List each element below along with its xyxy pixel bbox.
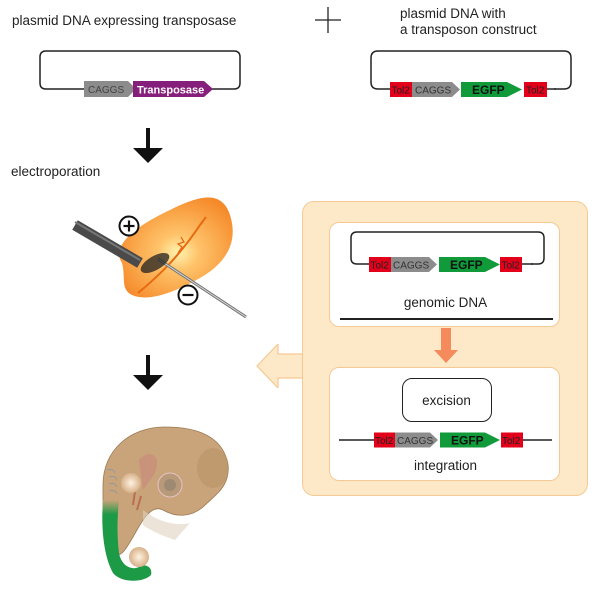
down-arrow-icon bbox=[133, 355, 163, 390]
egfp-label: EGFP bbox=[451, 434, 484, 448]
transposase-plasmid: CAGGS Transposase bbox=[39, 50, 241, 97]
tol2-label: Tol2 bbox=[371, 261, 390, 272]
orange-down-arrow-icon bbox=[434, 328, 458, 363]
egfp-gene: EGFP bbox=[439, 257, 500, 272]
integrated-construct: Tol2 CAGGS EGFP Tol2 bbox=[339, 432, 552, 448]
transposon-plasmid-title-line2: a transposon construct bbox=[400, 22, 537, 37]
plus-sign-icon bbox=[315, 7, 341, 33]
gfp-embryo-illustration bbox=[102, 426, 229, 581]
down-arrow-icon bbox=[133, 128, 163, 163]
excision-label: excision bbox=[422, 393, 471, 408]
plasmid-backbone bbox=[39, 50, 241, 90]
caggs-label: CAGGS bbox=[88, 85, 124, 96]
caggs-promoter: CAGGS bbox=[84, 81, 136, 97]
tol2-right: Tol2 bbox=[500, 257, 522, 272]
plasmid-backbone bbox=[350, 231, 545, 265]
tol2-right: Tol2 bbox=[501, 432, 523, 448]
caggs-label: CAGGS bbox=[415, 86, 451, 97]
mechanism-panel: Tol2 CAGGS EGFP Tol2 genomic DNA excis bbox=[302, 201, 588, 496]
transposase-label: Transposase bbox=[137, 85, 204, 97]
tol2-label: Tol2 bbox=[375, 436, 394, 447]
caggs-promoter: CAGGS bbox=[395, 432, 438, 448]
tol2-label: Tol2 bbox=[392, 86, 411, 97]
tol2-right: Tol2 bbox=[524, 82, 547, 97]
caggs-label: CAGGS bbox=[397, 436, 433, 447]
egfp-label: EGFP bbox=[450, 258, 483, 272]
embryo-neural-tube bbox=[137, 216, 207, 294]
transposon-plasmid: Tol2 CAGGS EGFP Tol2 bbox=[370, 50, 572, 97]
caggs-promoter: CAGGS bbox=[391, 257, 437, 272]
integration-box: excision Tol2 CAGGS EGFP Tol2 integratio… bbox=[329, 367, 560, 481]
tol2-label: Tol2 bbox=[526, 86, 545, 97]
tol2-label: Tol2 bbox=[502, 436, 521, 447]
caggs-promoter: CAGGS bbox=[412, 82, 460, 97]
egfp-gene: EGFP bbox=[461, 82, 522, 97]
caggs-label: CAGGS bbox=[393, 261, 429, 272]
positive-electrode bbox=[72, 220, 143, 268]
transposon-construct: Tol2 CAGGS EGFP Tol2 bbox=[350, 231, 545, 272]
embryo-orange bbox=[119, 197, 233, 298]
egfp-gene: EGFP bbox=[440, 432, 500, 448]
tol2-left: Tol2 bbox=[369, 257, 391, 272]
transposase-gene: Transposase bbox=[133, 81, 213, 97]
plasmid-backbone bbox=[370, 50, 572, 90]
tol2-left: Tol2 bbox=[374, 432, 395, 448]
left-arrow-icon bbox=[256, 344, 305, 388]
electroporation-label: electroporation bbox=[11, 164, 101, 179]
egfp-label: EGFP bbox=[472, 83, 505, 97]
negative-symbol-icon bbox=[177, 284, 199, 306]
genomic-dna-box: Tol2 CAGGS EGFP Tol2 genomic DNA bbox=[329, 222, 560, 327]
tol2-label: Tol2 bbox=[502, 261, 521, 272]
genomic-dna-caption: genomic DNA bbox=[403, 295, 488, 310]
transposon-plasmid-title-line1: plasmid DNA with bbox=[400, 6, 506, 21]
transposase-plasmid-title: plasmid DNA expressing transposase bbox=[12, 13, 237, 28]
positive-symbol-icon bbox=[118, 215, 140, 237]
excision-loop: excision bbox=[402, 378, 492, 422]
genomic-dna-line bbox=[340, 318, 553, 320]
integration-caption: integration bbox=[413, 458, 478, 473]
tol2-left: Tol2 bbox=[390, 82, 412, 97]
electroporation-illustration bbox=[72, 197, 247, 319]
gfp-tail bbox=[102, 500, 152, 581]
